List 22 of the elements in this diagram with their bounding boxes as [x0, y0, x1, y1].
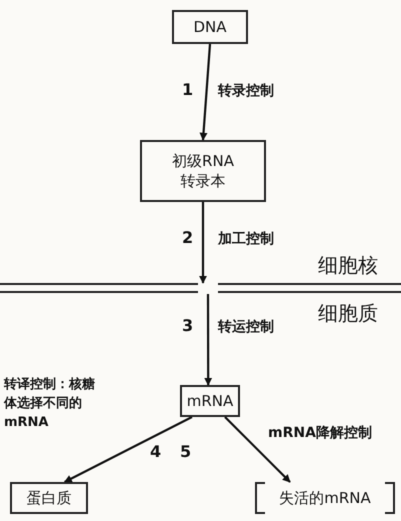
process-box: mRNA [180, 385, 240, 417]
process-box: 失活的mRNA [255, 482, 395, 514]
step-number: 3 [182, 316, 194, 335]
process-box: DNA [172, 10, 248, 44]
arrow [200, 44, 212, 141]
process-box: 初级RNA转录本 [140, 140, 266, 202]
step-number: 4 [150, 442, 162, 461]
arrow [64, 416, 192, 483]
compartment-label: 细胞质 [318, 300, 378, 327]
arrow [224, 416, 291, 483]
edge-label: 转录控制 [218, 82, 274, 100]
edge-label: mRNA降解控制 [268, 424, 372, 442]
note: 转译控制：核糖体选择不同的mRNA [4, 376, 96, 432]
compartment-label: 细胞核 [318, 252, 378, 279]
edge-label: 转运控制 [218, 318, 274, 336]
step-number: 1 [182, 80, 194, 99]
arrow [199, 202, 207, 284]
step-number: 5 [180, 442, 192, 461]
process-box: 蛋白质 [10, 482, 88, 514]
arrow [204, 294, 212, 386]
edge-label: 加工控制 [218, 230, 274, 248]
step-number: 2 [182, 228, 194, 247]
